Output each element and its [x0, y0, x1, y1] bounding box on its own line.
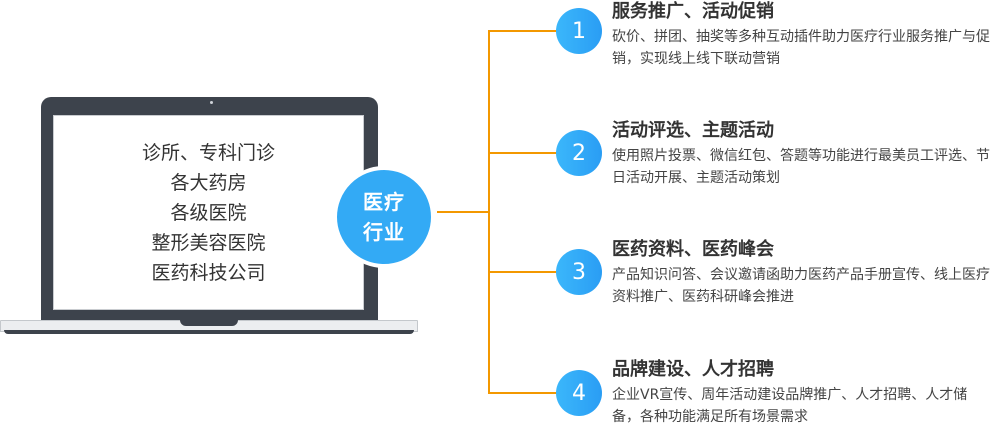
connector-hub [437, 211, 489, 213]
feature-item: 医药资料、医药峰会 产品知识问答、会议邀请函助力医药产品手册宣传、线上医疗资料推… [612, 238, 997, 308]
feature-title: 服务推广、活动促销 [612, 1, 774, 22]
feature-description: 使用照片投票、微信红包、答题等功能进行最美员工评选、节日活动开展、主题活动策划 [612, 148, 990, 186]
feature-description: 砍价、拼团、抽奖等多种互动插件助力医疗行业服务推广与促销，实现线上线下联动营销 [612, 29, 990, 67]
customer-type: 诊所、专科门诊 [141, 142, 275, 164]
feature-item: 活动评选、主题活动 使用照片投票、微信红包、答题等功能进行最美员工评选、节日活动… [612, 119, 997, 189]
customer-type-list: 诊所、专科门诊 各大药房 各级医院 整形美容医院 医药科技公司 [53, 138, 364, 288]
customer-type: 医药科技公司 [151, 262, 266, 284]
feature-item: 服务推广、活动促销 砍价、拼团、抽奖等多种互动插件助力医疗行业服务推广与促销，实… [612, 0, 997, 70]
connector-4 [488, 392, 558, 394]
feature-number-badge: 3 [556, 249, 602, 295]
laptop-screen [53, 115, 364, 310]
industry-hub-badge: 医疗 行业 [333, 166, 435, 268]
feature-item: 品牌建设、人才招聘 企业VR宣传、周年活动建设品牌推广、人才招聘、人才储备，各种… [612, 358, 997, 427]
laptop-notch [180, 320, 238, 326]
customer-type: 各大药房 [170, 172, 247, 194]
feature-description: 企业VR宣传、周年活动建设品牌推广、人才招聘、人才储备，各种功能满足所有场景需求 [612, 387, 968, 425]
customer-type: 整形美容医院 [151, 232, 266, 254]
feature-title: 品牌建设、人才招聘 [612, 359, 774, 380]
customer-type: 各级医院 [170, 202, 247, 224]
feature-title: 医药资料、医药峰会 [612, 239, 774, 260]
laptop-base-edge [4, 330, 414, 334]
connector-vertical [488, 31, 490, 394]
feature-number-badge: 4 [556, 370, 602, 416]
connector-3 [488, 271, 558, 273]
feature-number-badge: 2 [556, 130, 602, 176]
feature-description: 产品知识问答、会议邀请函助力医药产品手册宣传、线上医疗资料推广、医药科研峰会推进 [612, 267, 990, 305]
feature-title: 活动评选、主题活动 [612, 120, 774, 141]
connector-1 [488, 30, 558, 32]
connector-2 [488, 152, 558, 154]
hub-label-line1: 医疗 [363, 190, 405, 214]
feature-number-badge: 1 [556, 8, 602, 54]
laptop-camera [210, 101, 213, 104]
hub-label-line2: 行业 [363, 220, 405, 244]
